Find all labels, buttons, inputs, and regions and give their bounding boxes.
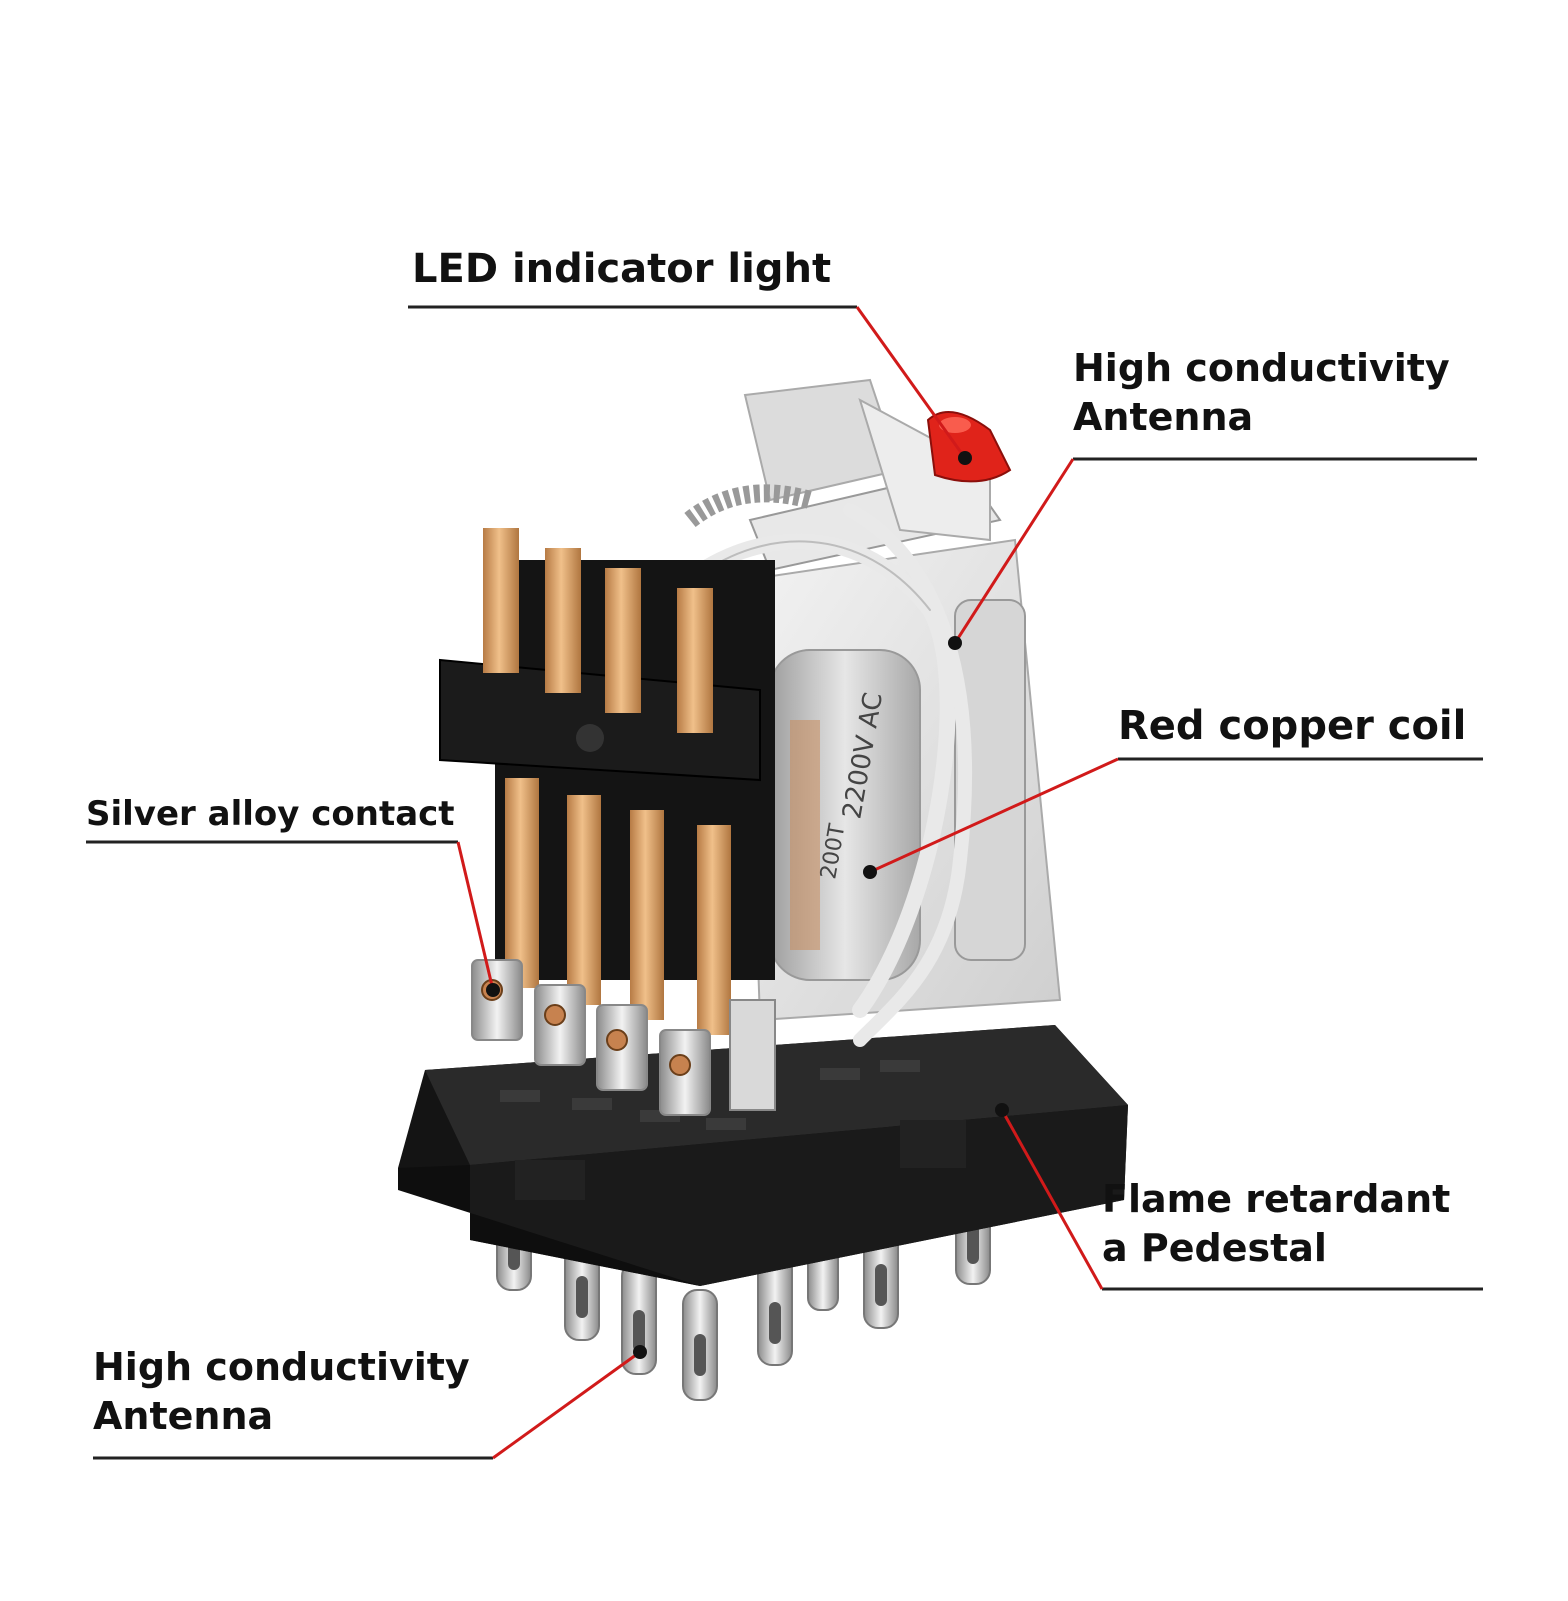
label-text: Silver alloy contact bbox=[86, 794, 455, 834]
wires bbox=[687, 503, 972, 1047]
label-text: High conductivity bbox=[93, 1345, 470, 1389]
label-silver-alloy-contact: Silver alloy contact bbox=[86, 793, 455, 837]
label-high-conductivity-antenna-bottom: High conductivity Antenna bbox=[93, 1343, 470, 1440]
leader-lines bbox=[456, 306, 1119, 1460]
label-underlines bbox=[86, 305, 1483, 1460]
leader-dots bbox=[486, 451, 1009, 1359]
contact-blades bbox=[483, 528, 731, 1035]
label-flame-retardant-pedestal: Flame retardant a Pedestal bbox=[1102, 1175, 1450, 1272]
label-text: LED indicator light bbox=[412, 246, 832, 292]
label-text: Red copper coil bbox=[1118, 703, 1467, 749]
silver-contacts bbox=[471, 959, 776, 1116]
led-indicator bbox=[926, 411, 1012, 483]
pin bbox=[621, 1261, 657, 1375]
label-led-indicator-light: LED indicator light bbox=[412, 244, 831, 295]
pin bbox=[757, 1254, 793, 1366]
label-text: Flame retardant bbox=[1102, 1177, 1451, 1221]
top-cap bbox=[684, 378, 991, 542]
label-text: a Pedestal bbox=[1102, 1225, 1327, 1270]
label-text: Antenna bbox=[93, 1393, 274, 1438]
pin bbox=[682, 1289, 718, 1401]
label-text: Antenna bbox=[1073, 394, 1254, 439]
label-red-copper-coil: Red copper coil bbox=[1118, 701, 1466, 752]
label-text: High conductivity bbox=[1073, 346, 1450, 390]
label-high-conductivity-antenna-top: High conductivity Antenna bbox=[1073, 344, 1450, 441]
spring bbox=[684, 484, 813, 528]
